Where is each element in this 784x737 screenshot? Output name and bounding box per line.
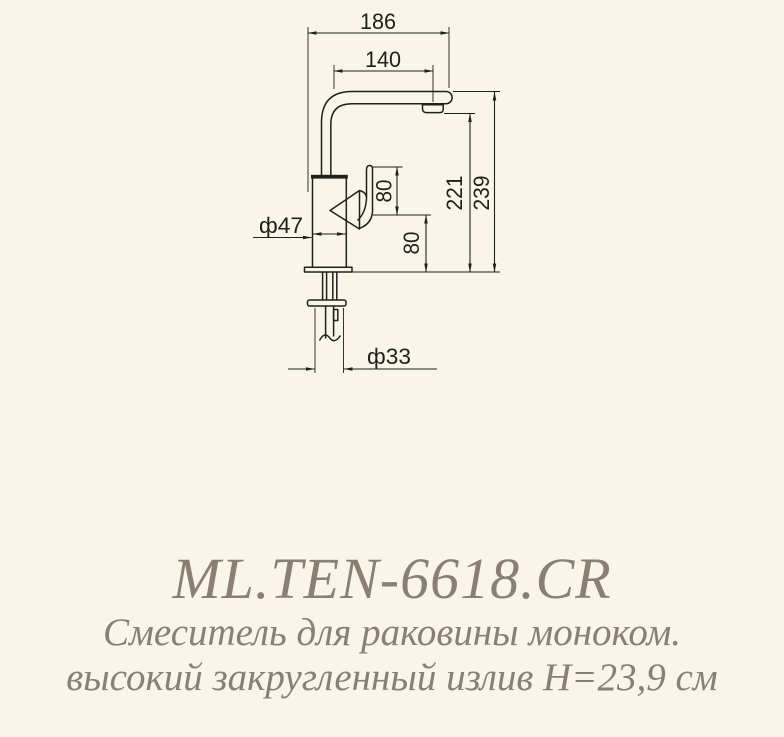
dim-label-221: 221	[442, 176, 467, 211]
handle-cone	[329, 189, 361, 230]
dim-label-140: 140	[365, 47, 401, 72]
dimension-lines	[253, 31, 497, 371]
dim-label-80-upper: 80	[372, 180, 397, 203]
mounting-washer	[306, 299, 347, 307]
mounting-stud	[321, 272, 338, 300]
dim-label-239: 239	[469, 176, 494, 211]
faucet-outline	[303, 90, 453, 342]
faucet-body	[311, 175, 348, 268]
product-model: ML.TEN-6618.CR	[172, 546, 612, 611]
dim-label-f33: ф33	[367, 344, 411, 369]
caption-block: ML.TEN-6618.CR Смеситель для раковины мо…	[0, 548, 784, 700]
product-description-line2: высокий закругленный излив Н=23,9 см	[66, 656, 718, 699]
handle	[329, 164, 374, 230]
technical-drawing: 186 140 239 221 80 80 ф47 ф33	[253, 9, 500, 373]
dimension-labels: 186 140 239 221 80 80 ф47 ф33	[259, 9, 494, 369]
aerator	[421, 104, 444, 114]
base-flange	[303, 266, 353, 273]
handle-blade	[365, 164, 374, 212]
handle-connector	[359, 189, 368, 198]
handle-inner-curve	[356, 198, 368, 222]
product-description-line1: Смеситель для раковины моноком.	[103, 611, 681, 654]
supply-pipe	[318, 306, 342, 342]
body-top-cap	[311, 174, 348, 179]
dim-label-186: 186	[360, 9, 396, 34]
spout-tube	[320, 90, 453, 176]
break-line	[318, 334, 342, 342]
dim-label-f47: ф47	[259, 213, 303, 238]
dim-label-80-lower: 80	[399, 232, 424, 255]
handle-hook	[359, 211, 374, 230]
